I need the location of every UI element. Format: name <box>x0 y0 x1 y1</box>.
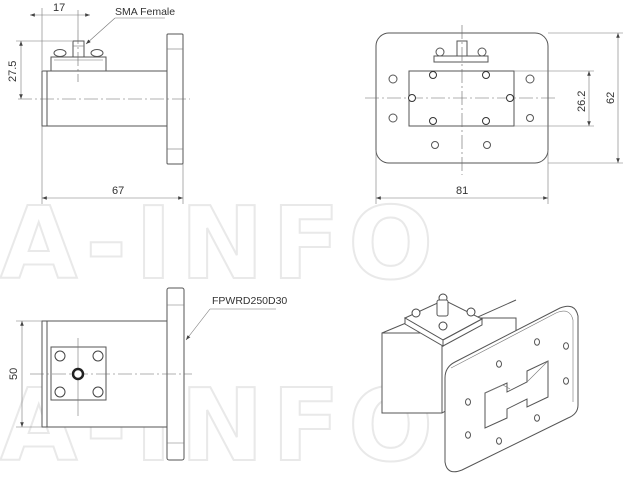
front-view: 26.2 62 81 <box>365 25 623 204</box>
iso-aperture <box>484 360 549 429</box>
iso-flange <box>444 305 579 473</box>
screws <box>54 350 104 398</box>
dim-height: 50 <box>8 368 20 380</box>
isometric-view <box>381 293 579 473</box>
sma-connector <box>72 40 85 58</box>
sma-connector <box>71 367 85 381</box>
dim-offset: 17 <box>53 2 65 14</box>
connector-plate <box>50 56 107 72</box>
dim-flange-width: 81 <box>456 185 468 197</box>
screw-head <box>90 49 104 57</box>
screws <box>408 71 514 125</box>
flange-holes <box>388 74 535 149</box>
dim-aperture: 26.2 <box>576 91 588 112</box>
waveguide-body <box>41 70 169 127</box>
dim-height: 27.5 <box>7 61 19 82</box>
side-view-bottom: 50 FPWRD250D30 <box>8 287 287 461</box>
connector-label: SMA Female <box>115 6 175 18</box>
dim-flange-height: 62 <box>605 92 617 104</box>
aperture <box>408 70 515 127</box>
side-view-top: 17 SMA Female 27.5 67 <box>7 2 190 204</box>
screw-head <box>53 49 67 57</box>
dim-length: 67 <box>112 185 124 197</box>
flange-label: FPWRD250D30 <box>212 295 287 307</box>
svg-text:A-INFO: A-INFO <box>0 185 441 302</box>
